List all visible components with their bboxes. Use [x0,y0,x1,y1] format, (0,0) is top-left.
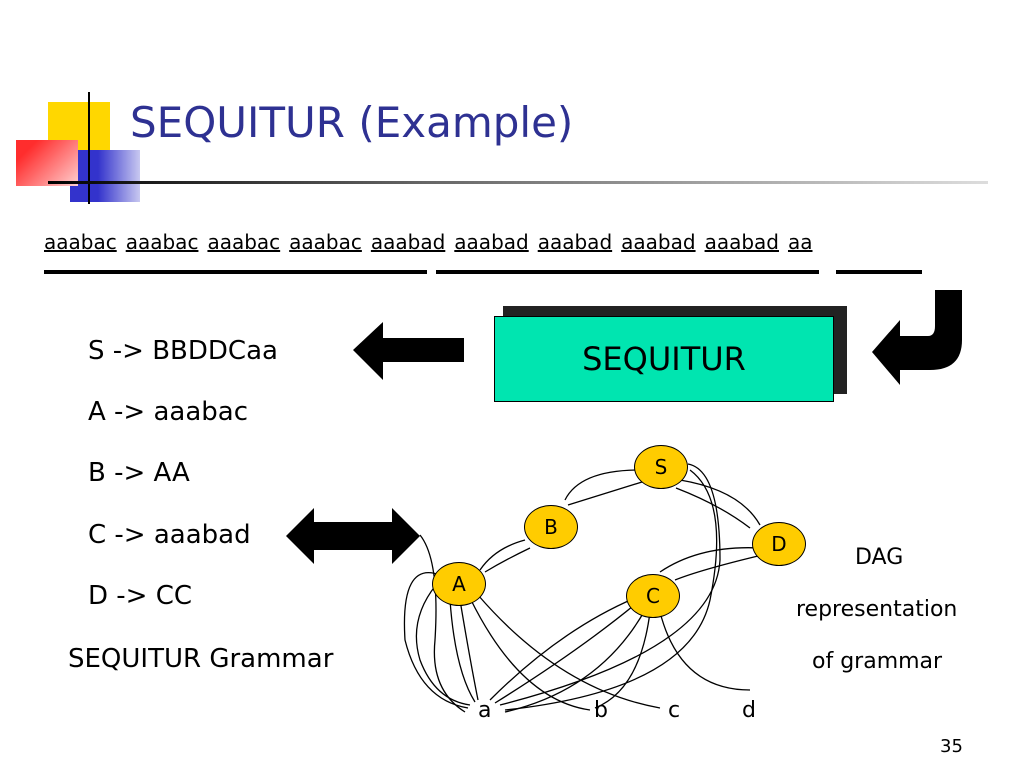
token: aa [787,230,813,254]
dag-node-c: C [626,574,680,618]
grammar-rule: B -> AA [88,458,190,488]
dag-label-line: of grammar [812,649,943,674]
grammar-rule: S -> BBDDCaa [88,336,278,366]
page-number: 35 [940,736,963,757]
dag-node-d: D [752,522,806,566]
grammar-rule: A -> aaabac [88,397,249,427]
token: aaabac [125,230,199,254]
title-underline [48,181,988,184]
dag-label-line: representation [796,597,958,622]
token: aaabac [207,230,281,254]
sequitur-label: SEQUITUR [582,340,746,378]
grammar-rule: D -> CC [88,581,193,611]
grammar-rule: C -> aaabad [88,520,251,550]
token: aaabad [704,230,779,254]
input-sequence: aaabac aaabac aaabac aaabac aaabad aaabad aaab… [44,230,822,254]
deco-blue-square [70,150,140,202]
dag-terminal-c: c [668,698,681,723]
double-arrow-icon [286,508,420,564]
token: aaabac [44,230,117,254]
token: aaabac [289,230,362,254]
token: aaabad [537,230,613,254]
group-bar-tail [836,270,922,274]
curved-arrow-icon [872,290,962,385]
dag-terminal-b: b [594,698,608,723]
group-bar-a [44,270,427,274]
slide-title: SEQUITUR (Example) [130,98,574,147]
grammar-caption: SEQUITUR Grammar [68,644,334,674]
dag-node-b: B [524,505,578,549]
dag-label-line: DAG [855,545,904,570]
dag-node-a: A [432,562,486,606]
left-arrow-icon [353,322,464,380]
dag-terminal-d: d [742,698,756,723]
token: aaabad [370,230,446,254]
group-bar-c [436,270,819,274]
dag-terminal-a: a [478,698,492,723]
token: aaabad [454,230,529,254]
dag-node-s: S [634,445,688,489]
token: aaabad [621,230,696,254]
sequitur-box: SEQUITUR [494,316,834,402]
dag-edges [403,463,761,713]
deco-red-square [16,140,78,186]
deco-vertical-line [88,92,90,204]
